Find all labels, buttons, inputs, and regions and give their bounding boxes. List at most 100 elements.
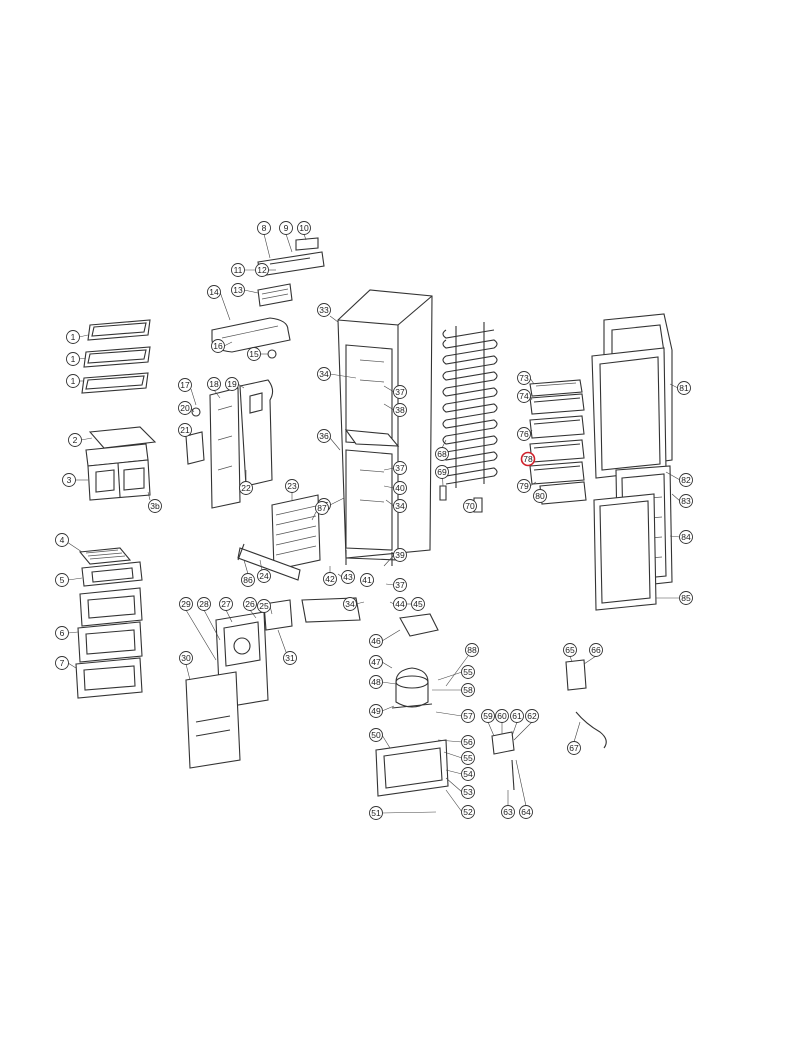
label-text: 55 [463, 753, 473, 763]
label-6: 6 [55, 626, 79, 640]
label-5: 5 [55, 573, 83, 587]
label-50: 50 [369, 728, 391, 749]
label-12: 12 [255, 263, 276, 277]
label-text: 60 [497, 711, 507, 721]
label-85: 85 [656, 591, 693, 605]
label-text: 41 [362, 575, 372, 585]
label-text: 80 [535, 491, 545, 501]
label-text: 3 [67, 475, 72, 485]
label-text: 65 [565, 645, 575, 655]
label-text: 34 [319, 369, 329, 379]
label-36: 36 [317, 429, 341, 451]
label-9: 9 [279, 221, 293, 253]
label-text: 18 [209, 379, 219, 389]
label-text: 66 [591, 645, 601, 655]
label-48: 48 [369, 675, 397, 689]
label-46: 46 [369, 629, 401, 648]
label-84: 84 [669, 530, 693, 544]
label-57: 57 [435, 709, 475, 723]
label-55-a: 55 [437, 665, 475, 681]
label-13: 13 [231, 283, 259, 297]
label-27: 27 [219, 597, 233, 623]
label-text: 87 [317, 503, 327, 513]
label-1-a: 1 [66, 330, 89, 344]
label-text: 29 [181, 599, 191, 609]
label-88: 88 [445, 643, 479, 687]
label-text: 21 [180, 425, 190, 435]
label-63: 63 [501, 790, 515, 819]
label-62: 62 [513, 709, 539, 741]
label-text: 56 [463, 737, 473, 747]
fridge-door [591, 313, 673, 479]
label-text: 74 [519, 391, 529, 401]
label-47: 47 [369, 655, 393, 669]
label-20: 20 [178, 401, 195, 415]
label-text: 53 [463, 787, 473, 797]
label-37-b: 37 [383, 461, 407, 475]
label-23: 23 [285, 479, 299, 500]
label-52: 52 [445, 789, 475, 819]
evaporator [237, 494, 321, 581]
label-text: 64 [521, 807, 531, 817]
label-69: 69 [435, 465, 449, 487]
label-text: 14 [209, 287, 219, 297]
label-text: 73 [519, 373, 529, 383]
label-text: 67 [569, 743, 579, 753]
freezer-door [593, 465, 673, 611]
label-text: 20 [180, 403, 190, 413]
label-33: 33 [317, 303, 339, 323]
label-text: 27 [221, 599, 231, 609]
label-text: 11 [234, 265, 243, 275]
label-text: 45 [413, 599, 423, 609]
label-14: 14 [207, 285, 231, 321]
label-text: 55 [463, 667, 473, 677]
label-text: 81 [679, 383, 689, 393]
label-text: 61 [512, 711, 522, 721]
label-text: 51 [371, 808, 381, 818]
label-1-b: 1 [66, 352, 87, 366]
label-text: 49 [371, 706, 381, 716]
label-text: 30 [181, 653, 191, 663]
label-7: 7 [55, 656, 77, 670]
label-87: 87 [311, 501, 329, 521]
label-66: 66 [583, 643, 603, 665]
label-text: 88 [467, 645, 477, 655]
electrical-parts [491, 659, 607, 791]
label-text: 3b [150, 501, 160, 511]
label-82: 82 [665, 471, 693, 487]
label-81: 81 [669, 381, 691, 395]
part-labels: 1 1 1 2 3 3b 4 5 6 7 8 9 10 11 12 13 14 … [55, 221, 693, 820]
label-58: 58 [432, 683, 475, 697]
label-text: 1 [71, 332, 76, 342]
label-42: 42 [323, 566, 337, 586]
label-text: 1 [71, 376, 76, 386]
label-text: 48 [371, 677, 381, 687]
label-text: 84 [681, 532, 691, 542]
label-text: 34 [345, 599, 355, 609]
label-34-a: 34 [317, 367, 357, 381]
label-text: 19 [227, 379, 237, 389]
label-79: 79 [517, 479, 537, 493]
label-text: 82 [681, 475, 691, 485]
compressor-assembly [375, 613, 449, 797]
crisper-assembly [85, 426, 157, 501]
label-text: 37 [395, 387, 405, 397]
label-text: 22 [241, 483, 251, 493]
label-text: 13 [233, 285, 243, 295]
label-34-b: 34 [385, 499, 407, 513]
label-text: 58 [463, 685, 473, 695]
label-8: 8 [257, 221, 271, 259]
label-67: 67 [567, 721, 581, 755]
label-38: 38 [383, 403, 407, 417]
label-text: 17 [180, 380, 190, 390]
label-text: 1 [71, 354, 76, 364]
label-26: 26 [243, 597, 257, 619]
label-text: 37 [395, 463, 405, 473]
label-text: 40 [395, 483, 405, 493]
label-text: 5 [60, 575, 65, 585]
label-text: 2 [73, 435, 78, 445]
label-24: 24 [257, 559, 271, 583]
label-61: 61 [510, 709, 524, 737]
label-11: 11 [231, 263, 262, 277]
